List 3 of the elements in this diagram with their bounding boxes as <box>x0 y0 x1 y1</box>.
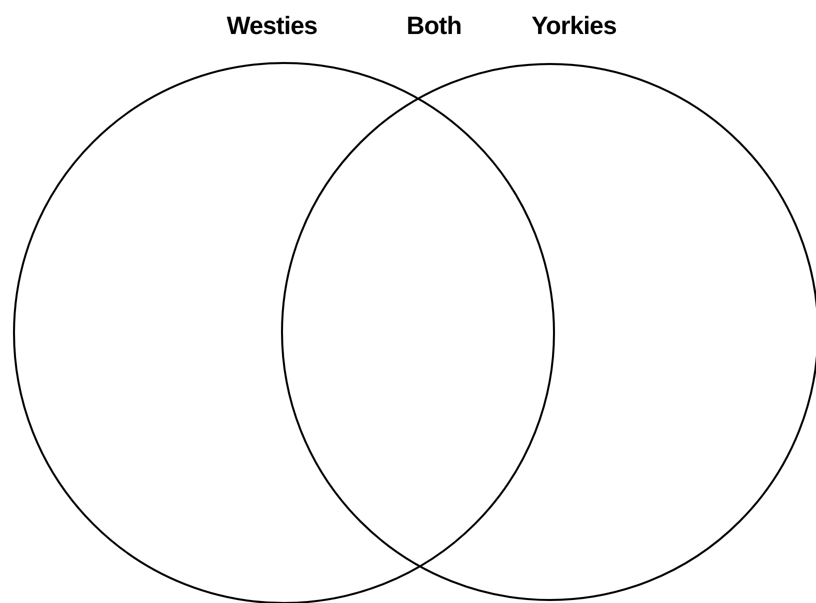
set-heading: Yorkies <box>532 12 616 41</box>
set-heading: Westies <box>226 12 318 41</box>
overlap-heading: Both <box>406 12 462 41</box>
